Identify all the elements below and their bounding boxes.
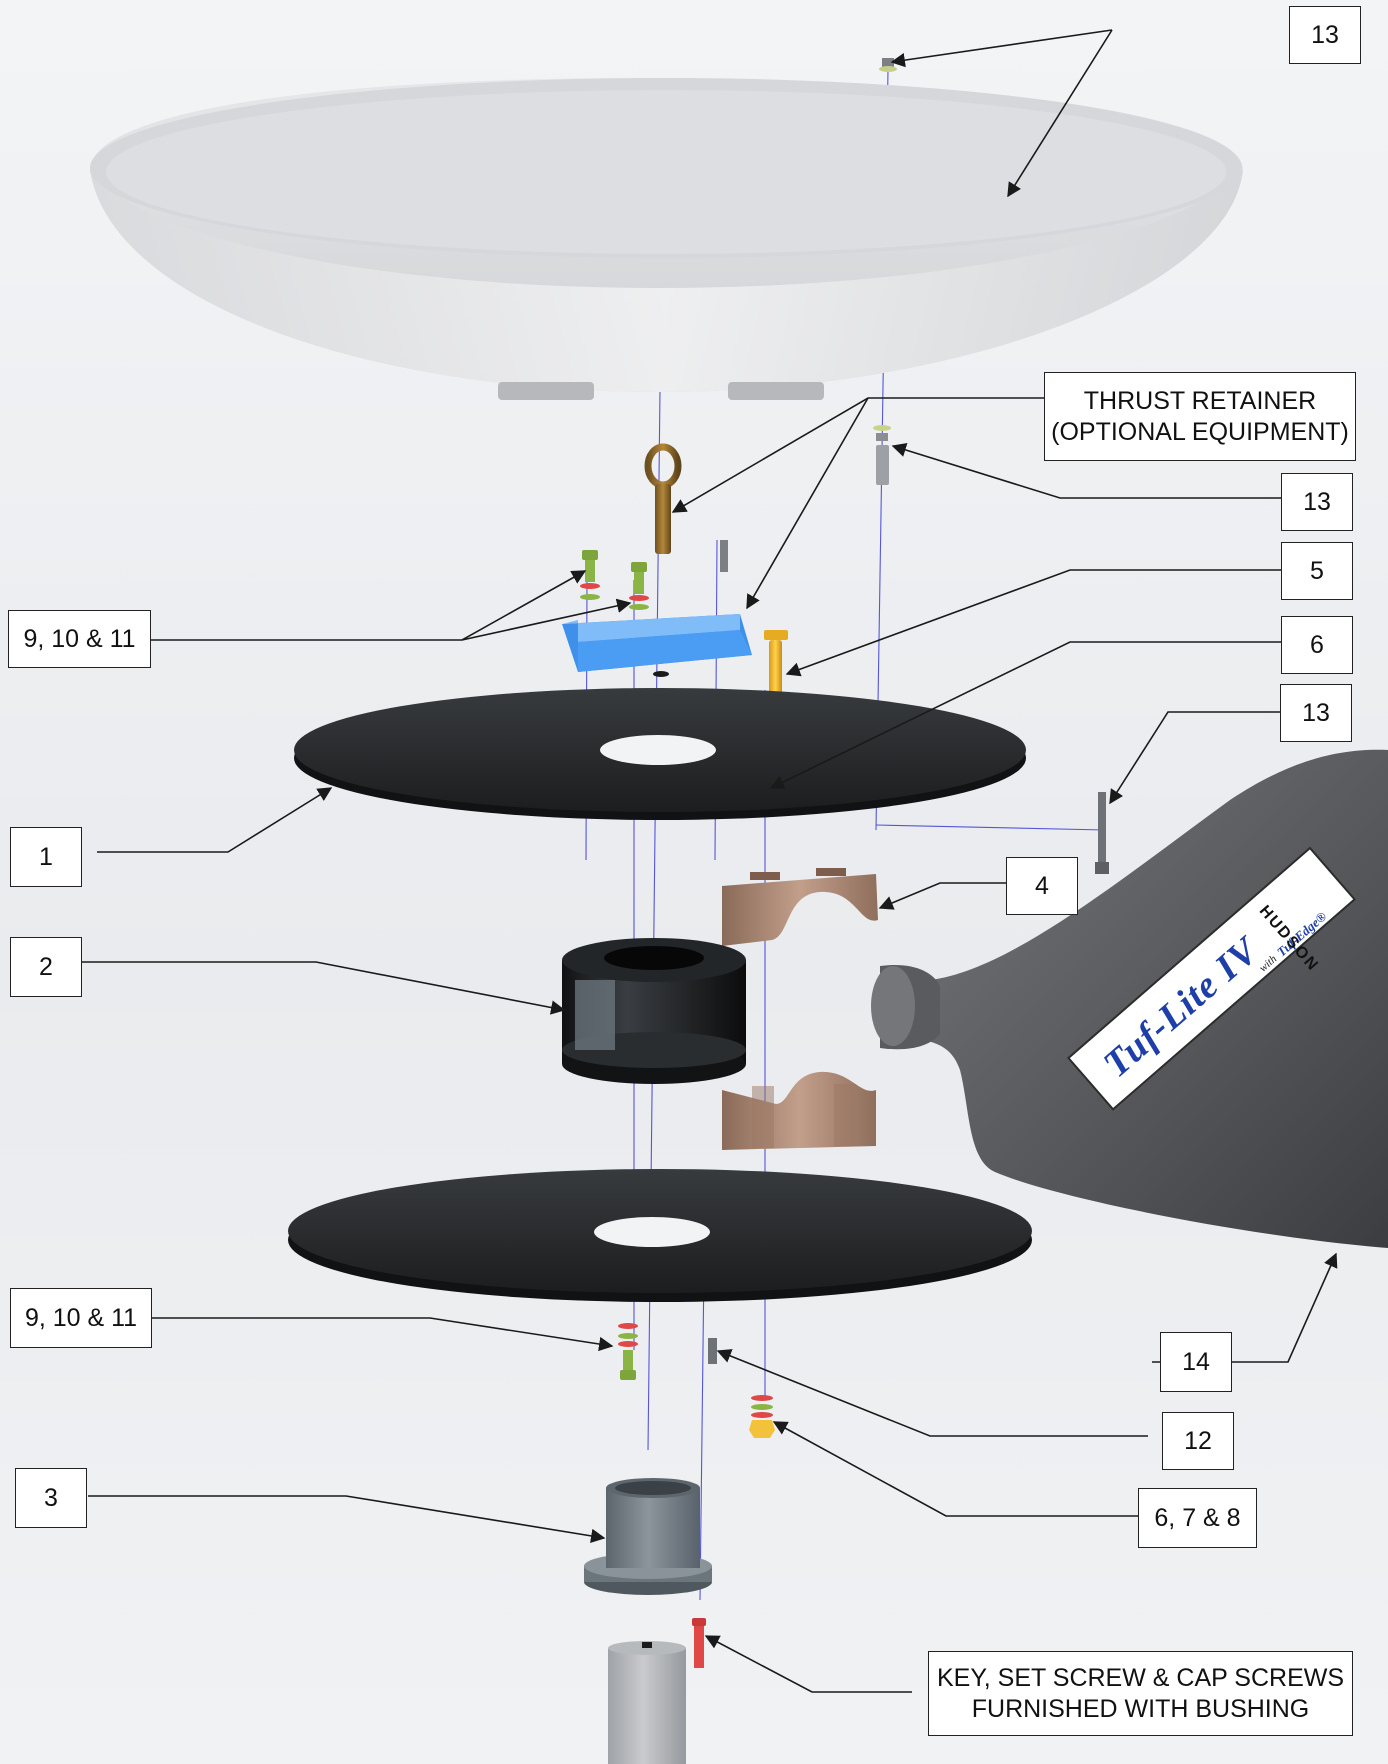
cap-screws-9-10-11-top xyxy=(580,540,728,610)
leader-lines xyxy=(82,29,1338,1693)
eye-bolt xyxy=(644,443,682,554)
callout-1: 1 xyxy=(10,827,82,887)
cap-screws-9-10-11-low xyxy=(618,1323,638,1380)
callout-2: 2 xyxy=(10,937,82,997)
lower-plate xyxy=(288,1169,1032,1302)
spinner-dome xyxy=(90,78,1243,400)
callout-14: 14 xyxy=(1160,1332,1232,1392)
callout-13-top: 13 xyxy=(1289,6,1361,64)
callout-9-10-11-low: 9, 10 & 11 xyxy=(10,1288,152,1348)
callout-5: 5 xyxy=(1281,542,1353,600)
hub xyxy=(562,938,746,1084)
callout-6-7-8: 6, 7 & 8 xyxy=(1138,1488,1257,1548)
callout-thrust-retainer: THRUST RETAINER (OPTIONAL EQUIPMENT) xyxy=(1044,372,1356,461)
thrust-retainer xyxy=(562,614,752,677)
nut-6-7-8 xyxy=(749,1395,775,1438)
pin-12 xyxy=(708,1338,717,1364)
clamp-upper xyxy=(722,868,878,946)
dome-screw xyxy=(879,58,897,72)
pin-13-low xyxy=(1095,792,1109,874)
callout-12: 12 xyxy=(1162,1412,1234,1470)
callout-13-mid: 13 xyxy=(1281,473,1353,531)
upper-plate xyxy=(294,688,1026,820)
set-screw xyxy=(692,1618,706,1668)
callout-3: 3 xyxy=(15,1468,87,1528)
callout-4: 4 xyxy=(1006,857,1078,915)
bushing xyxy=(584,1478,712,1595)
callout-6: 6 xyxy=(1281,616,1353,674)
stud-13-mid xyxy=(873,425,891,485)
callout-13-low: 13 xyxy=(1280,684,1352,742)
clamp-lower xyxy=(722,1071,876,1150)
callout-key-set-screw: KEY, SET SCREW & CAP SCREWS FURNISHED WI… xyxy=(928,1651,1353,1736)
callout-9-10-11-top: 9, 10 & 11 xyxy=(8,610,151,668)
motor-shaft xyxy=(608,1641,686,1764)
fan-blade xyxy=(871,749,1388,1248)
